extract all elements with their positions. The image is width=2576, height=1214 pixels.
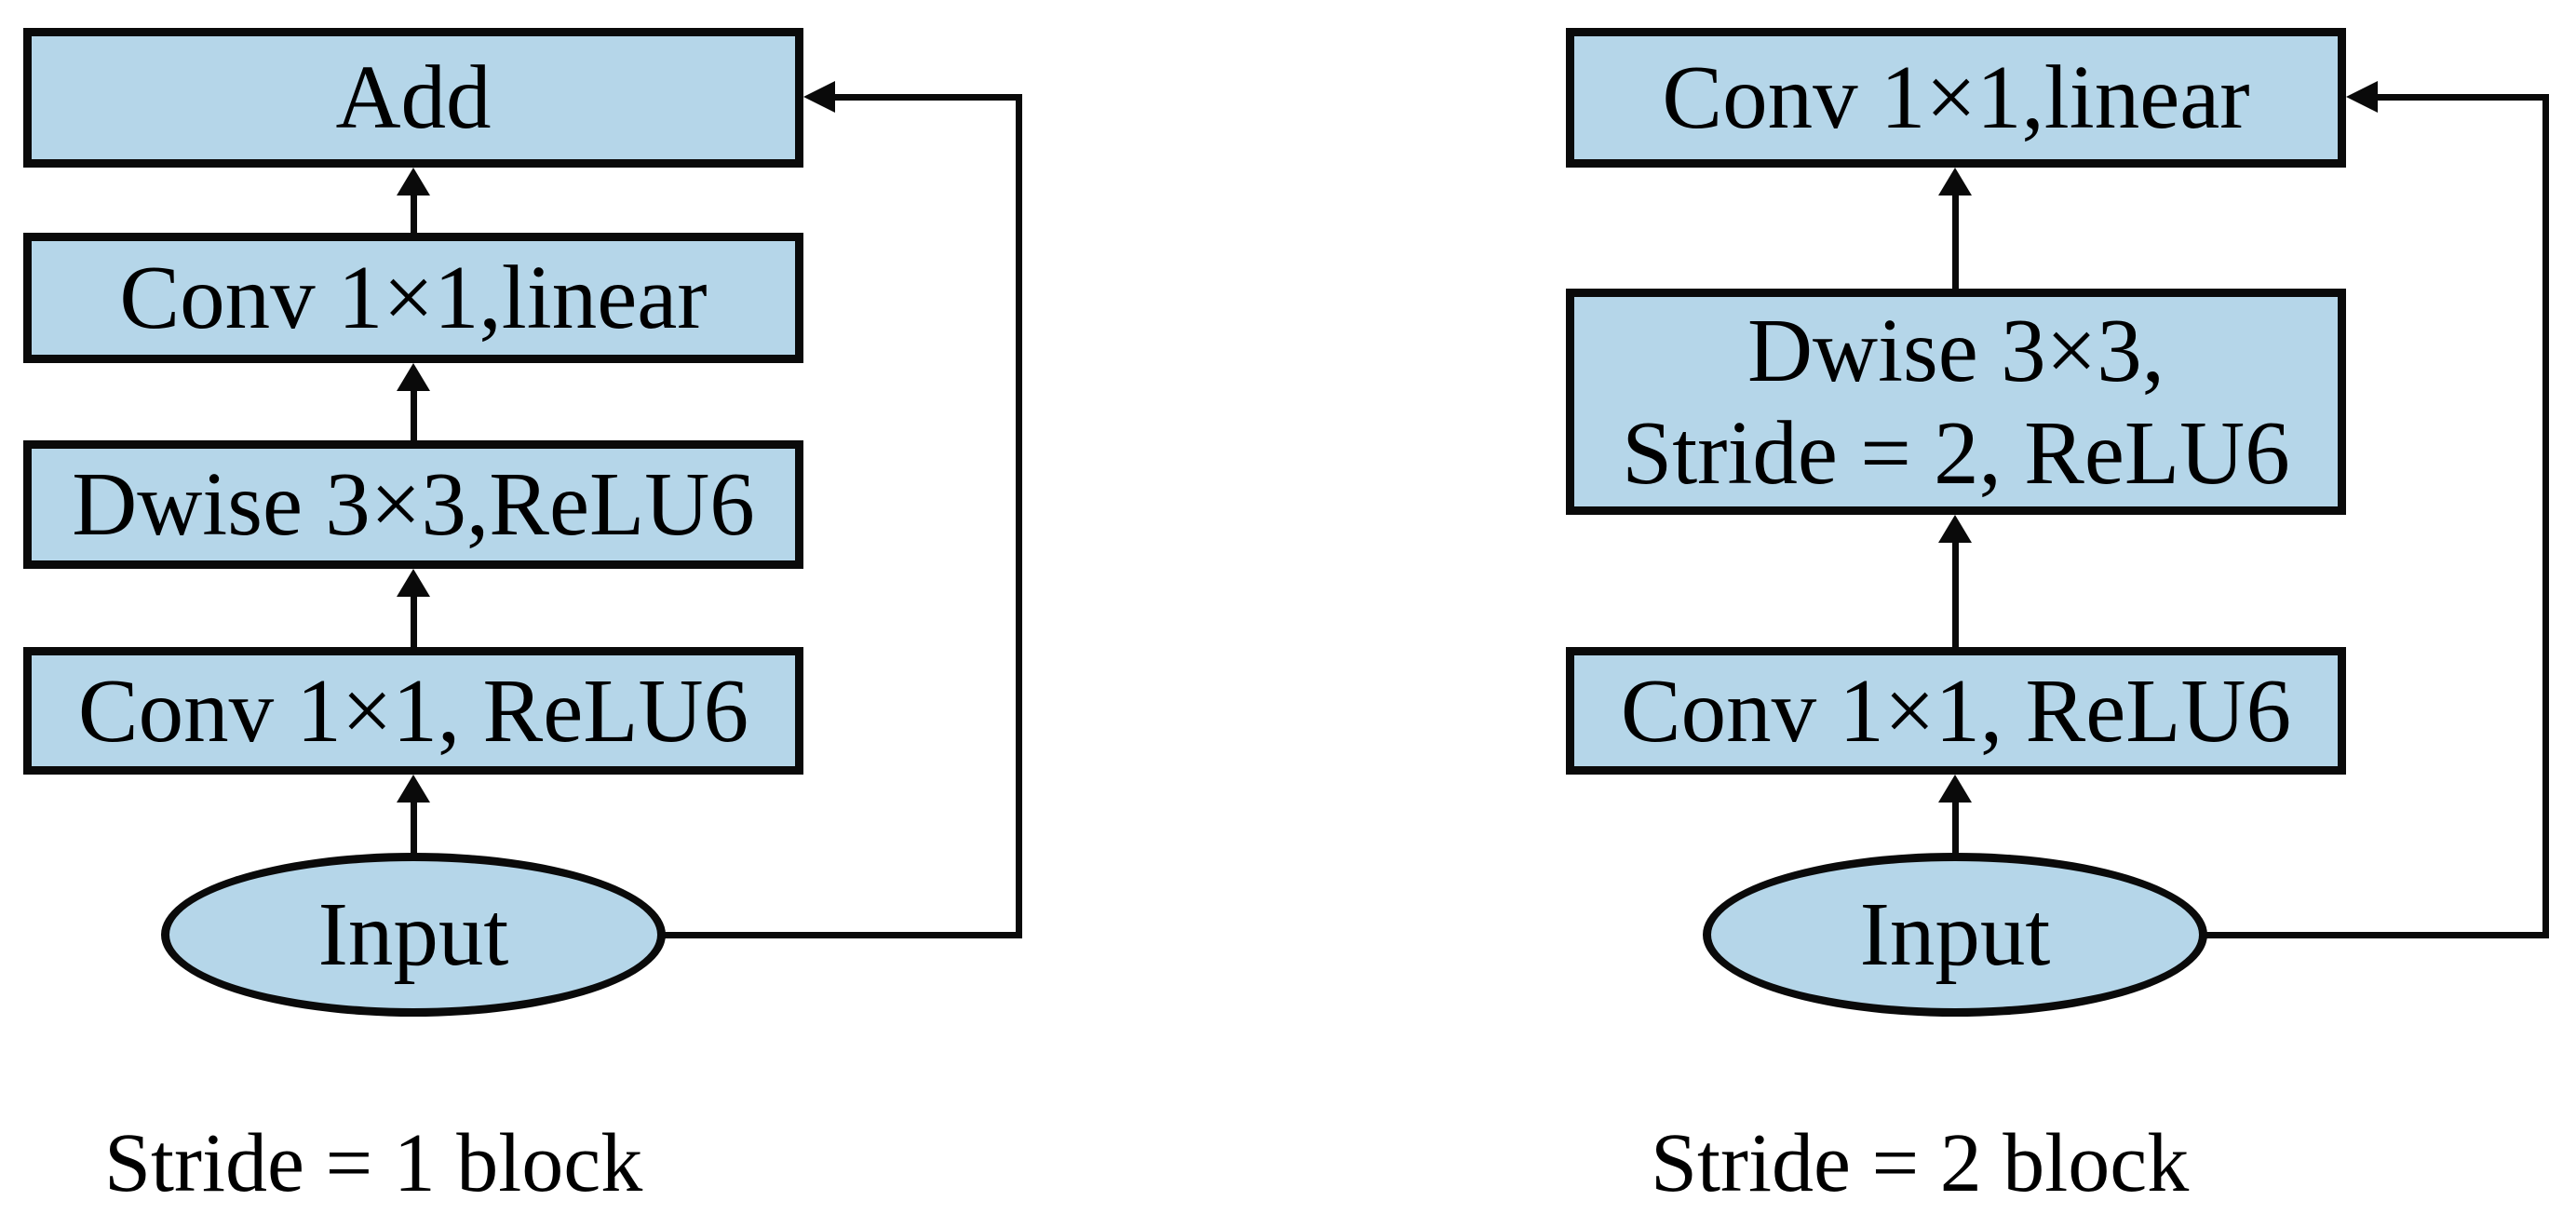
flow-arrow-shaft: [411, 386, 417, 440]
caption-stride1: Stride = 1 block: [104, 1117, 643, 1209]
node-conv-relu6: Conv 1×1, ReLU6: [23, 647, 803, 775]
skip-line-top: [829, 94, 1022, 101]
node-dwise-stride2-line1: Dwise 3×3,: [1747, 300, 2165, 400]
skip-line-vertical: [1016, 94, 1022, 938]
node-input: Input: [161, 853, 666, 1017]
node-dwise-label: Dwise 3×3,ReLU6: [72, 454, 755, 555]
node-input: Input: [1703, 853, 2207, 1017]
skip-line-vertical: [2542, 94, 2549, 938]
node-dwise: Dwise 3×3,ReLU6: [23, 440, 803, 569]
skip-arrowhead: [803, 81, 835, 113]
flow-arrow-shaft: [411, 191, 417, 242]
node-add-label: Add: [335, 47, 492, 148]
node-dwise-stride2: Dwise 3×3, Stride = 2, ReLU6: [1566, 289, 2346, 515]
node-add: Add: [23, 28, 803, 168]
node-conv-linear-label: Conv 1×1,linear: [1662, 47, 2250, 148]
skip-line-top: [2370, 94, 2549, 101]
skip-line-bottom: [664, 932, 1022, 938]
node-input-label: Input: [1859, 884, 2051, 985]
caption-stride2: Stride = 2 block: [1651, 1117, 2190, 1209]
flow-arrow-shaft: [1952, 191, 1959, 290]
skip-arrowhead: [2346, 81, 2378, 113]
flow-arrow-shaft: [411, 798, 417, 855]
node-conv-relu6: Conv 1×1, ReLU6: [1566, 647, 2346, 775]
node-conv-relu6-label: Conv 1×1, ReLU6: [1620, 660, 2292, 761]
node-conv-linear: Conv 1×1,linear: [23, 233, 803, 363]
skip-line-bottom: [2205, 932, 2549, 938]
node-conv-linear: Conv 1×1,linear: [1566, 28, 2346, 168]
node-conv-relu6-label: Conv 1×1, ReLU6: [77, 660, 749, 761]
node-dwise-stride2-line2: Stride = 2, ReLU6: [1622, 402, 2290, 503]
node-conv-linear-label: Conv 1×1,linear: [119, 248, 708, 348]
flow-arrow-shaft: [1952, 798, 1959, 855]
flow-arrow-shaft: [411, 592, 417, 647]
flow-arrow-shaft: [1952, 538, 1959, 649]
node-input-label: Input: [317, 884, 509, 985]
